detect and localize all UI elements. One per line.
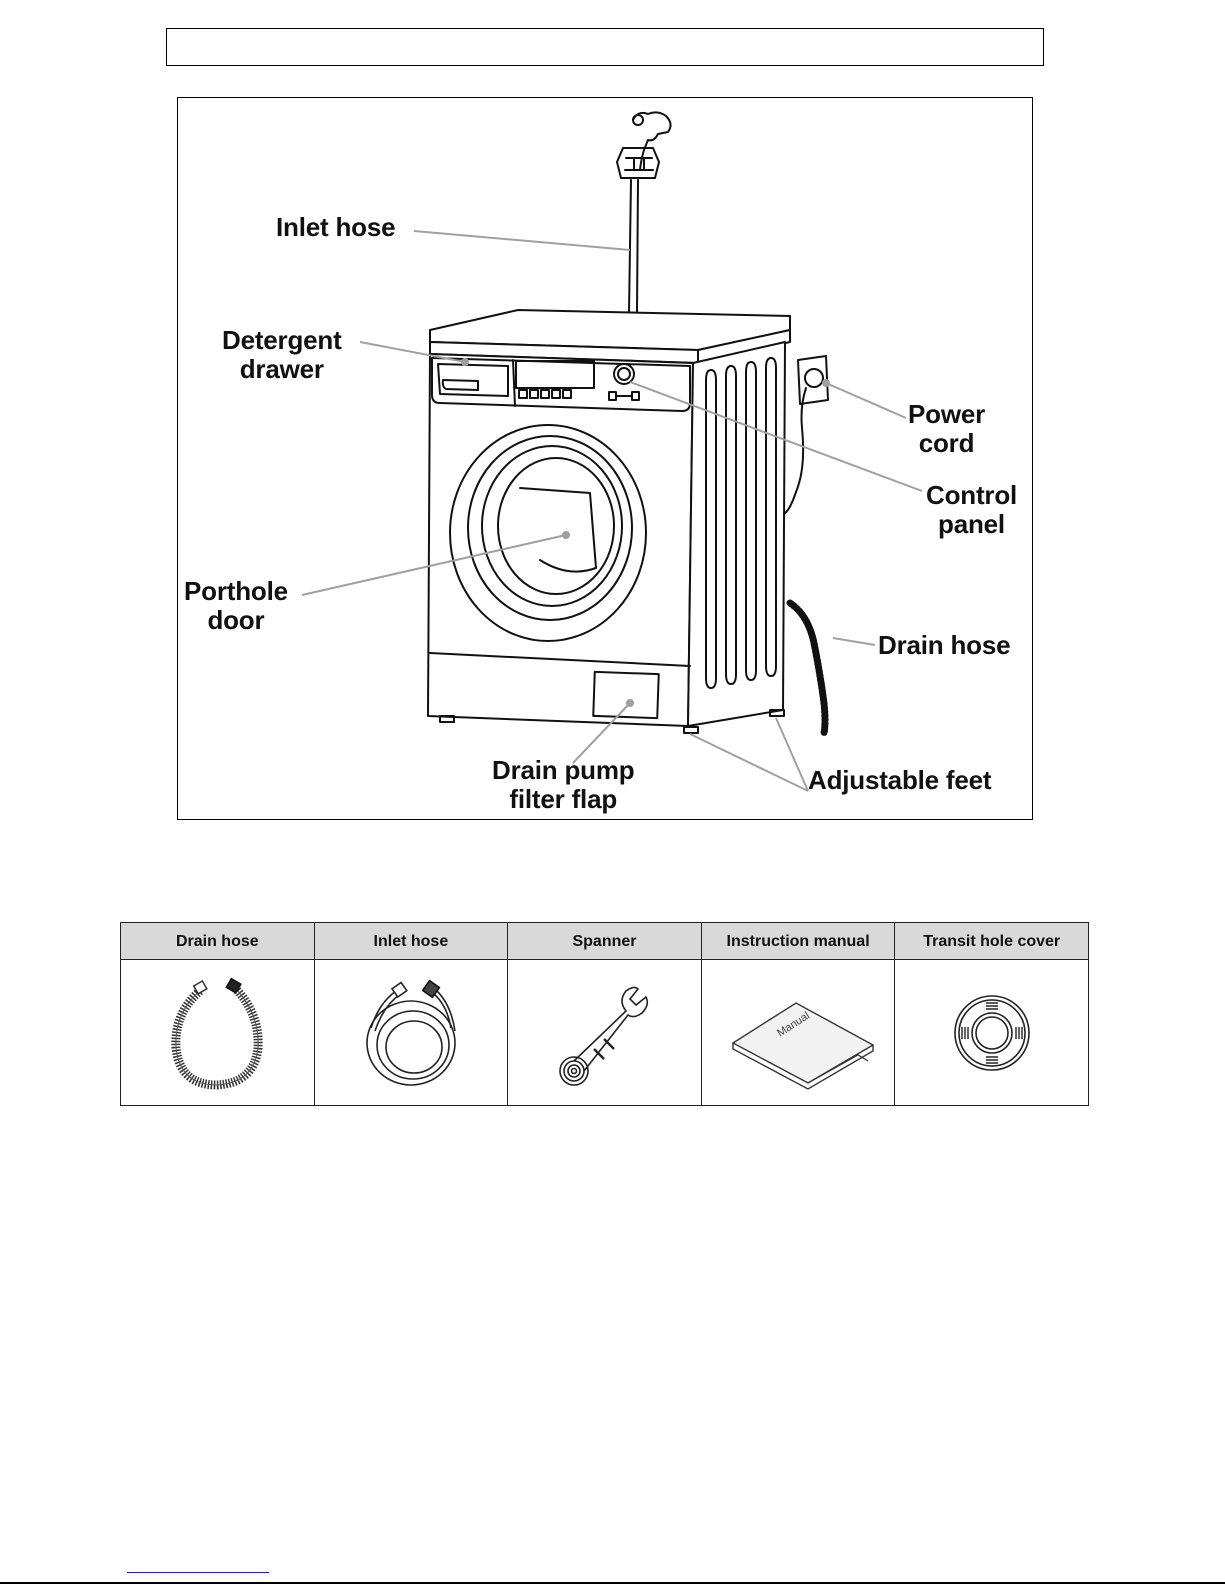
washing-machine-illustration bbox=[178, 98, 1033, 820]
cell-inlet-hose bbox=[314, 960, 508, 1106]
label-adjustable-feet: Adjustable feet bbox=[808, 766, 991, 795]
label-control-panel-line2: panel bbox=[926, 510, 1017, 539]
water-tap-icon bbox=[617, 112, 671, 178]
cell-transit-hole-cover bbox=[895, 960, 1089, 1106]
spanner-icon bbox=[544, 973, 664, 1093]
label-power-cord-line1: Power bbox=[908, 400, 985, 429]
footer-link-underline[interactable] bbox=[127, 1572, 269, 1573]
label-drain-hose: Drain hose bbox=[878, 631, 1010, 660]
accessories-header-row: Drain hose Inlet hose Spanner Instructio… bbox=[121, 923, 1089, 960]
accessories-image-row: Manual bbox=[121, 960, 1089, 1106]
power-cord bbox=[784, 388, 806, 514]
washing-machine-parts-diagram: Inlet hose Detergent drawer Porthole doo… bbox=[177, 97, 1033, 820]
header-instruction-manual: Instruction manual bbox=[701, 923, 895, 960]
label-drain-pump-line2: filter flap bbox=[492, 785, 634, 814]
label-control-panel-line1: Control bbox=[926, 481, 1017, 510]
label-porthole-door-line2: door bbox=[184, 606, 288, 635]
label-detergent-drawer-line2: drawer bbox=[222, 355, 342, 384]
header-inlet-hose: Inlet hose bbox=[314, 923, 508, 960]
inlet-hose-icon bbox=[351, 973, 471, 1093]
header-transit-hole-cover: Transit hole cover bbox=[895, 923, 1089, 960]
label-power-cord-line2: cord bbox=[908, 429, 985, 458]
label-porthole-door: Porthole door bbox=[184, 577, 288, 635]
header-spanner: Spanner bbox=[508, 923, 702, 960]
transit-hole-cover-icon bbox=[942, 983, 1042, 1083]
drain-hose-icon bbox=[162, 973, 272, 1093]
label-power-cord: Power cord bbox=[908, 400, 985, 458]
cell-spanner bbox=[508, 960, 702, 1106]
label-control-panel: Control panel bbox=[926, 481, 1017, 539]
inlet-hose-pipe bbox=[629, 180, 638, 313]
label-inlet-hose: Inlet hose bbox=[276, 213, 395, 242]
drain-hose bbox=[790, 603, 825, 733]
instruction-manual-icon: Manual bbox=[718, 973, 878, 1093]
label-detergent-drawer: Detergent drawer bbox=[222, 326, 342, 384]
footer-rule bbox=[0, 1582, 1225, 1584]
label-porthole-door-line1: Porthole bbox=[184, 577, 288, 606]
label-detergent-drawer-line1: Detergent bbox=[222, 326, 342, 355]
header-drain-hose: Drain hose bbox=[121, 923, 315, 960]
cell-drain-hose bbox=[121, 960, 315, 1106]
label-drain-pump-filter-flap: Drain pump filter flap bbox=[492, 756, 634, 814]
label-drain-pump-line1: Drain pump bbox=[492, 756, 634, 785]
accessories-table: Drain hose Inlet hose Spanner Instructio… bbox=[120, 922, 1089, 1106]
cell-instruction-manual: Manual bbox=[701, 960, 895, 1106]
header-box bbox=[166, 28, 1044, 66]
